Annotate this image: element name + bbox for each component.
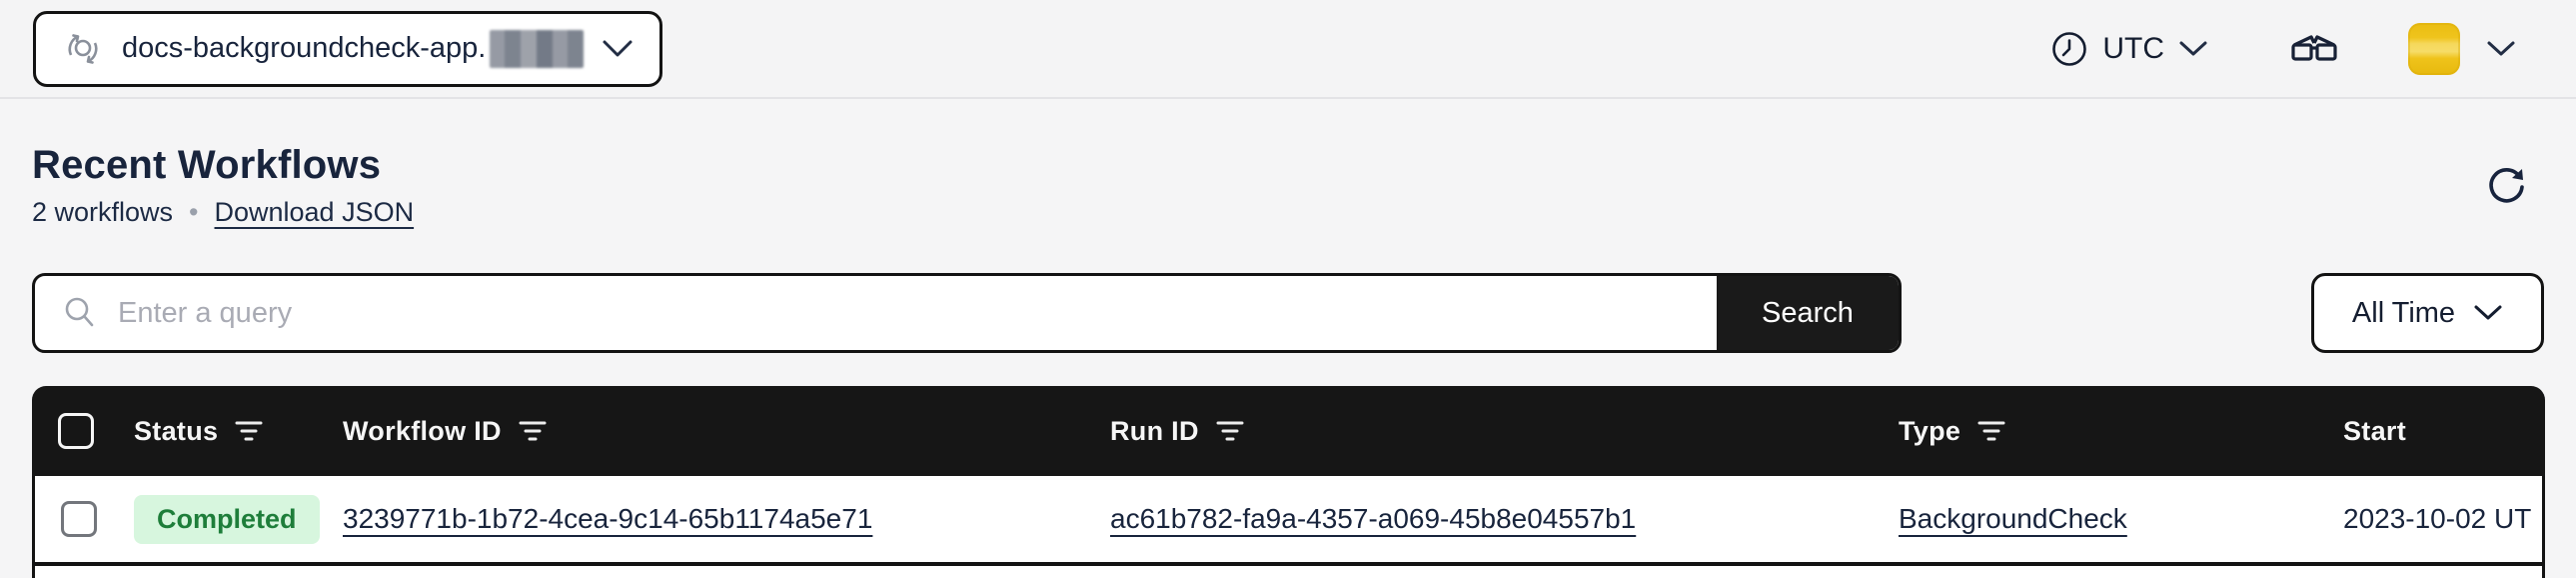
column-header-start[interactable]: Start	[2343, 415, 2407, 446]
search-icon	[35, 276, 98, 350]
workflow-id-cell: 3239771b-1b72-4cea-9c14-65b1174a5e71	[343, 503, 1110, 535]
namespace-cycle-icon	[62, 28, 104, 70]
title-block: Recent Workflows 2 workflows • Download …	[32, 141, 414, 229]
row-checkbox[interactable]	[61, 501, 97, 537]
time-range-label: All Time	[2351, 296, 2456, 329]
run-id-cell: ac61b782-fa9a-4357-a069-45b8e04557b1	[1110, 503, 1899, 535]
account-chevron-down-icon[interactable]	[2486, 40, 2516, 58]
workflow-type-link[interactable]: BackgroundCheck	[1899, 503, 2127, 534]
timezone-chevron-down-icon	[2178, 40, 2208, 58]
timezone-label: UTC	[2102, 31, 2164, 65]
namespace-selector[interactable]: docs-backgroundcheck-app.	[33, 10, 662, 87]
column-header-type[interactable]: Type	[1899, 416, 2343, 447]
workflow-id-filter-icon[interactable]	[518, 417, 548, 445]
workflow-count: 2 workflows	[32, 197, 174, 227]
clock-icon	[2050, 30, 2088, 68]
dot-separator: •	[189, 197, 199, 227]
workflows-table: Status Workflow ID Run ID	[32, 386, 2545, 578]
type-filter-icon[interactable]	[1976, 417, 2006, 445]
column-header-workflow-id[interactable]: Workflow ID	[343, 416, 1110, 447]
query-search-box: Search	[32, 273, 1902, 353]
time-range-chevron-down-icon	[2473, 304, 2503, 322]
page-title: Recent Workflows	[32, 143, 382, 187]
search-row: Search All Time	[32, 273, 2544, 353]
run-id-filter-icon[interactable]	[1215, 417, 1245, 445]
namespace-label: docs-backgroundcheck-app.	[122, 32, 487, 64]
header-checkbox-cell	[32, 413, 134, 449]
workflow-id-link[interactable]: 3239771b-1b72-4cea-9c14-65b1174a5e71	[343, 503, 873, 534]
subtitle-row: 2 workflows • Download JSON	[32, 195, 414, 229]
page-header: Recent Workflows 2 workflows • Download …	[32, 141, 2544, 229]
next-row-partial	[35, 566, 2542, 578]
download-json-link[interactable]: Download JSON	[214, 197, 415, 227]
select-all-checkbox[interactable]	[58, 413, 94, 449]
refresh-icon[interactable]	[2486, 163, 2528, 207]
query-input[interactable]	[98, 276, 1717, 350]
status-badge: Completed	[134, 494, 320, 544]
column-header-run-id[interactable]: Run ID	[1110, 416, 1899, 447]
main-content: Recent Workflows 2 workflows • Download …	[0, 141, 2576, 578]
table-body: Completed 3239771b-1b72-4cea-9c14-65b117…	[32, 476, 2545, 578]
user-avatar[interactable]	[2408, 22, 2460, 75]
glasses-icon[interactable]	[2290, 34, 2338, 64]
namespace-redacted-text	[490, 29, 585, 68]
table-row[interactable]: Completed 3239771b-1b72-4cea-9c14-65b117…	[35, 476, 2542, 566]
status-cell: Completed	[134, 494, 343, 544]
top-nav-bar: docs-backgroundcheck-app. UTC	[0, 0, 2576, 99]
status-filter-icon[interactable]	[234, 417, 264, 445]
namespace-chevron-down-icon	[602, 39, 634, 59]
row-checkbox-cell	[35, 501, 134, 537]
run-id-link[interactable]: ac61b782-fa9a-4357-a069-45b8e04557b1	[1110, 503, 1637, 534]
start-time-cell: 2023-10-02 UT	[2343, 503, 2532, 534]
search-button[interactable]: Search	[1717, 276, 1899, 350]
table-header: Status Workflow ID Run ID	[32, 386, 2545, 476]
column-header-status[interactable]: Status	[134, 416, 343, 447]
timezone-selector[interactable]: UTC	[2050, 30, 2208, 68]
nav-right-group: UTC	[2050, 22, 2516, 75]
time-range-filter[interactable]: All Time	[2311, 273, 2544, 353]
type-cell: BackgroundCheck	[1899, 503, 2343, 535]
